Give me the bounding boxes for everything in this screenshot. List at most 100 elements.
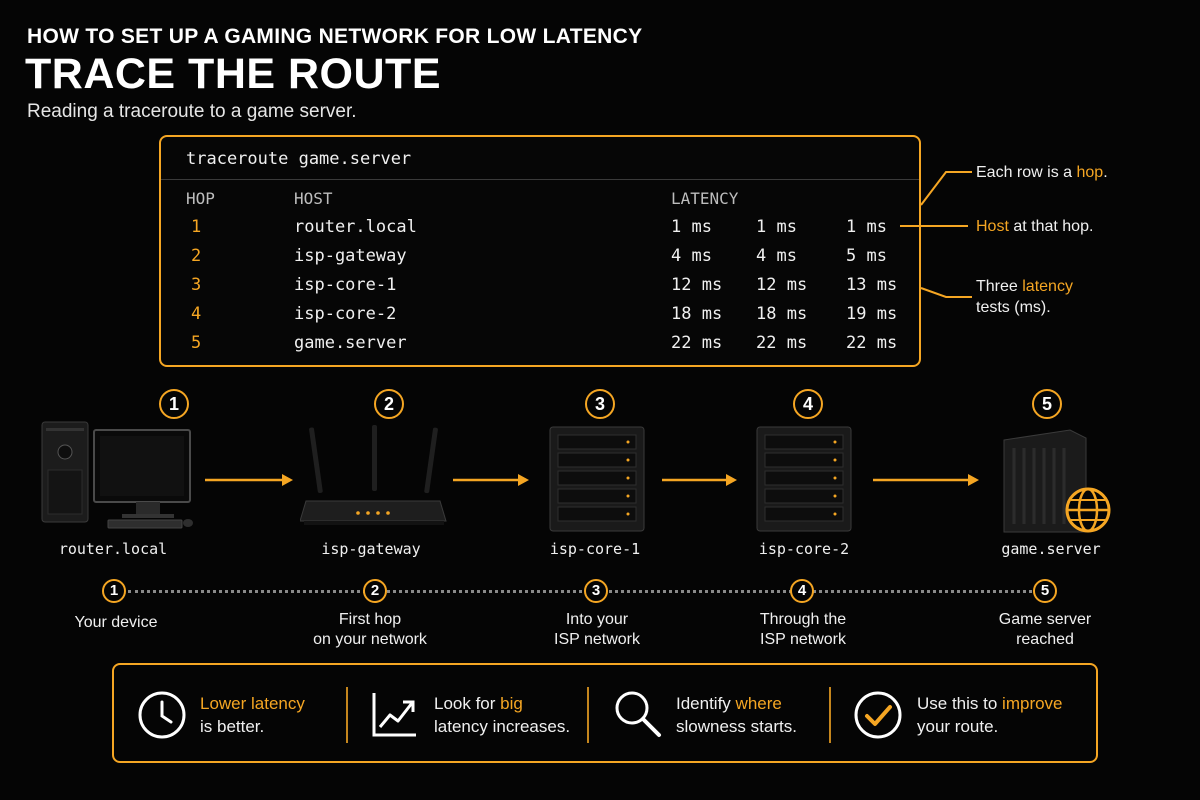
tip-text-line: Identify — [676, 694, 736, 713]
annotation-leaders — [900, 171, 972, 298]
terminal-divider — [161, 179, 919, 180]
step-number-3: 3 — [584, 579, 608, 603]
latency-test-2: 4 ms — [756, 246, 797, 266]
hop-number: 2 — [191, 246, 202, 266]
note-highlight: hop — [1076, 164, 1104, 181]
note-latency: Three latency tests (ms). — [976, 276, 1073, 318]
step-number-4: 4 — [790, 579, 814, 603]
step-label: Game server reached — [955, 610, 1135, 650]
note-highlight: latency — [1022, 278, 1073, 295]
latency-test-3: 22 ms — [846, 333, 898, 353]
game-server-globe-icon — [1003, 429, 1111, 533]
tip-highlight: where — [735, 694, 782, 713]
hop-host: game.server — [294, 333, 407, 353]
route-arrows — [205, 474, 979, 486]
column-header-host: HOST — [294, 189, 333, 208]
magnifier-icon — [615, 691, 661, 737]
latency-test-1: 18 ms — [671, 304, 723, 324]
device-label: isp-core-2 — [758, 540, 850, 558]
arrowhead-icon — [726, 474, 737, 486]
column-header-hop: HOP — [186, 189, 215, 208]
page-title: TRACE THE ROUTE — [25, 50, 441, 98]
step-number-5: 5 — [1033, 579, 1057, 603]
server-rack-icon — [549, 426, 645, 532]
latency-leader-line — [920, 287, 972, 298]
hop-host: isp-core-2 — [294, 304, 397, 324]
device-number-4: 4 — [793, 389, 823, 419]
step-label: Through the ISP network — [713, 610, 893, 650]
tip-text-line: is better. — [200, 717, 265, 736]
step-label-line: Your device — [74, 614, 158, 631]
tip-text-line: latency increases. — [434, 717, 571, 736]
desktop-computer-icon — [41, 421, 193, 529]
tip-divider — [829, 687, 831, 743]
row-leader-line — [920, 171, 972, 206]
device-label: game.server — [1001, 540, 1101, 558]
note-text: at that hop. — [1008, 218, 1094, 235]
tip-lower-latency: Lower latency is better. — [200, 692, 305, 738]
note-text: . — [1103, 164, 1108, 181]
tip-text-line: Use this to — [917, 694, 1003, 713]
latency-test-2: 1 ms — [756, 217, 797, 237]
page-subtitle: Reading a traceroute to a game server. — [27, 101, 357, 122]
step-label-line: ISP network — [760, 631, 846, 648]
latency-test-1: 12 ms — [671, 275, 723, 295]
hop-number: 4 — [191, 304, 202, 324]
step-label-line: ISP network — [554, 631, 640, 648]
hop-host: router.local — [294, 217, 417, 237]
latency-test-2: 18 ms — [756, 304, 808, 324]
step-number-1: 1 — [102, 579, 126, 603]
latency-test-2: 12 ms — [756, 275, 808, 295]
tip-highlight: Lower latency — [200, 694, 305, 713]
device-number-3: 3 — [585, 389, 615, 419]
device-label: isp-core-1 — [549, 540, 641, 558]
device-label: router.local — [58, 540, 168, 558]
tip-divider — [587, 687, 589, 743]
latency-test-2: 22 ms — [756, 333, 808, 353]
latency-test-1: 22 ms — [671, 333, 723, 353]
tip-big-increases: Look for big latency increases. — [434, 692, 570, 738]
device-number-5: 5 — [1032, 389, 1062, 419]
tip-text-line: your route. — [917, 717, 999, 736]
tip-text-line: Look for — [434, 694, 501, 713]
tip-identify-where: Identify where slowness starts. — [676, 692, 797, 738]
traceroute-terminal: traceroute game.server HOP HOST LATENCY … — [159, 135, 921, 367]
step-label: Your device — [26, 613, 206, 633]
tip-highlight: big — [500, 694, 523, 713]
step-label-line: First hop — [338, 611, 402, 628]
tip-text-line: slowness starts. — [676, 717, 797, 736]
clock-icon — [138, 691, 186, 739]
terminal-command: traceroute game.server — [186, 149, 412, 169]
note-host: Host at that hop. — [976, 216, 1093, 237]
checkmark-circle-icon — [854, 691, 902, 739]
arrowhead-icon — [282, 474, 293, 486]
step-label-line: reached — [1016, 631, 1074, 648]
device-label: isp-gateway — [321, 540, 421, 558]
step-label: Into your ISP network — [507, 610, 687, 650]
step-label-line: Into your — [565, 611, 629, 628]
arrowhead-icon — [518, 474, 529, 486]
device-number-1: 1 — [159, 389, 189, 419]
tips-panel: Lower latency is better. Look for big la… — [112, 663, 1098, 763]
tip-improve-route: Use this to improve your route. — [917, 692, 1063, 738]
hop-number: 5 — [191, 333, 202, 353]
tip-divider — [346, 687, 348, 743]
latency-test-3: 19 ms — [846, 304, 898, 324]
note-hop: Each row is a hop. — [976, 162, 1108, 183]
note-highlight: Host — [976, 218, 1009, 235]
trend-up-chart-icon — [372, 693, 416, 737]
latency-test-1: 1 ms — [671, 217, 712, 237]
kicker-heading: HOW TO SET UP A GAMING NETWORK FOR LOW L… — [27, 25, 643, 48]
tip-highlight: improve — [1002, 694, 1063, 713]
latency-test-1: 4 ms — [671, 246, 712, 266]
step-label-line: on your network — [313, 631, 427, 648]
hop-host: isp-core-1 — [294, 275, 397, 295]
hop-number: 3 — [191, 275, 202, 295]
timeline-dotted-line — [128, 590, 1032, 593]
latency-test-3: 5 ms — [846, 246, 887, 266]
hop-number: 1 — [191, 217, 202, 237]
hop-host: isp-gateway — [294, 246, 407, 266]
step-number-2: 2 — [363, 579, 387, 603]
note-text: tests (ms). — [976, 299, 1051, 316]
latency-test-3: 1 ms — [846, 217, 887, 237]
